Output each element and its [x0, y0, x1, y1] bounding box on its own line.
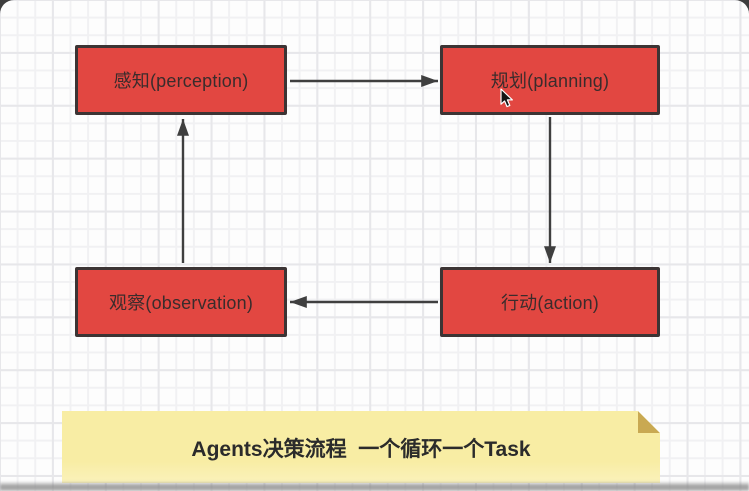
node-action-label: 行动(action) — [500, 293, 600, 313]
node-planning[interactable]: 规划(planning) — [440, 45, 660, 115]
node-perception[interactable]: 感知(perception) — [75, 45, 287, 115]
node-action[interactable]: 行动(action) — [440, 267, 660, 337]
node-perception-label: 感知(perception) — [113, 71, 249, 91]
sticky-note[interactable]: Agents决策流程 一个循环一个Task — [62, 411, 660, 483]
node-observation-label: 观察(observation) — [108, 293, 254, 313]
node-planning-label: 规划(planning) — [490, 71, 610, 91]
node-observation[interactable]: 观察(observation) — [75, 267, 287, 337]
sticky-note-text: Agents决策流程 一个循环一个Task — [191, 438, 531, 461]
sticky-note-fold-corner — [638, 411, 660, 433]
